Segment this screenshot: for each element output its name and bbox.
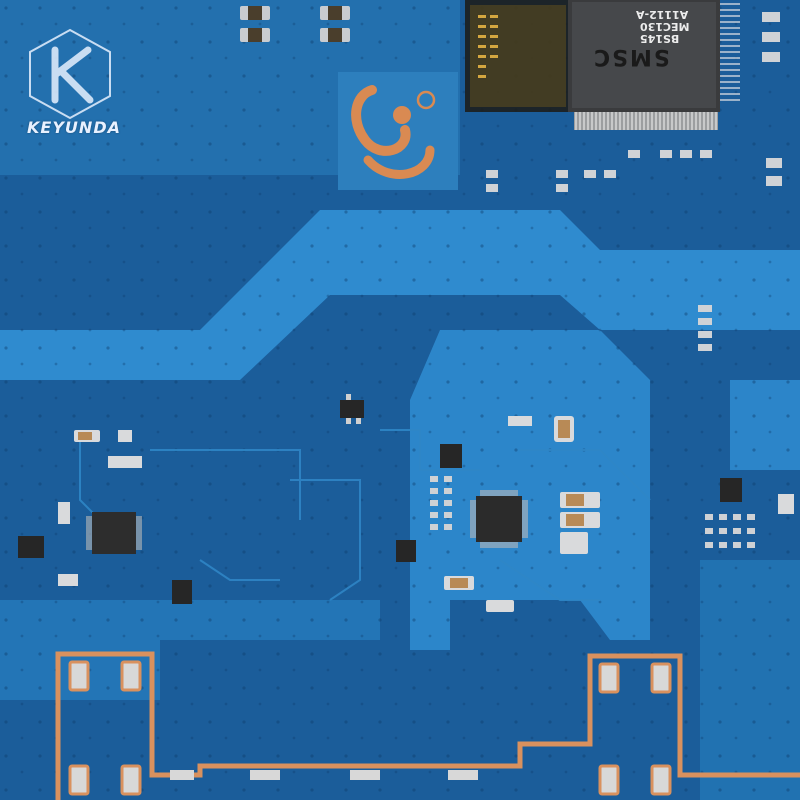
watermark-brand-text: KEYUNDA bbox=[27, 118, 121, 137]
copper-antenna-trace bbox=[55, 651, 800, 800]
keyunda-watermark-logo bbox=[29, 28, 111, 120]
chip-line2-text: A1112-A bbox=[636, 8, 689, 21]
mosfet-top-center bbox=[340, 394, 364, 424]
smsc-controller-chip bbox=[465, 0, 740, 130]
chip-line3-text: BS145 bbox=[640, 32, 680, 45]
qfn-chip-left bbox=[86, 512, 142, 554]
qfn-chip-center bbox=[470, 490, 528, 548]
chip-brand-text: SMSC bbox=[592, 44, 670, 69]
manufacturer-silkscreen-logo bbox=[338, 72, 458, 190]
